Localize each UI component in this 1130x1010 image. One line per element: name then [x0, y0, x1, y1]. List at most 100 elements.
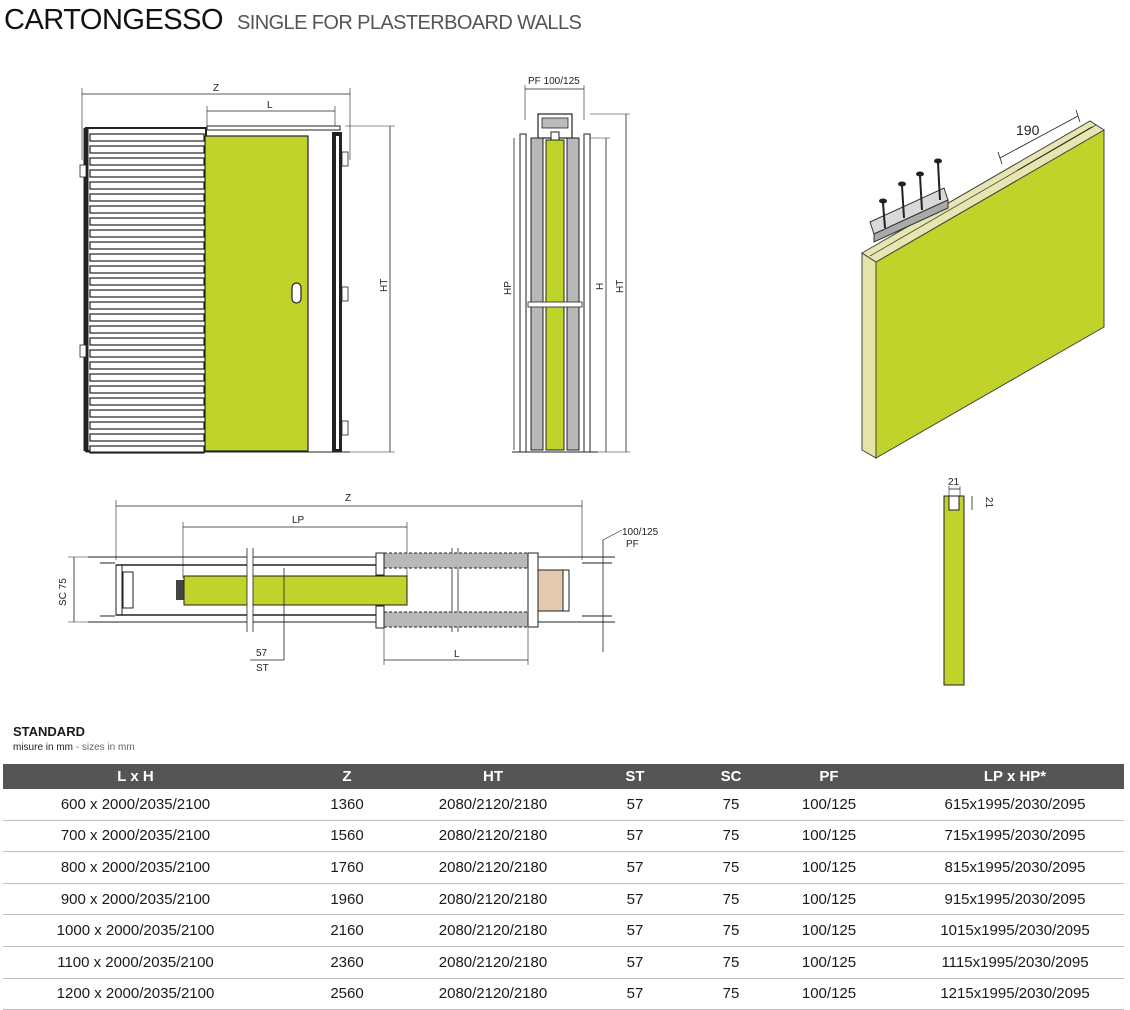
section-dim-ht: HT: [615, 280, 626, 293]
table-cell: 57: [560, 978, 710, 1010]
table-cell: 75: [710, 851, 752, 884]
frame-slat: [89, 289, 205, 298]
profile-dim-h: 21: [983, 497, 994, 509]
table-cell: 900 x 2000/2035/2100: [3, 883, 268, 916]
table-cell: 57: [560, 883, 710, 916]
table-cell: 2080/2120/2180: [426, 883, 560, 916]
table-cell: 1360: [268, 789, 426, 821]
table-cell: 1560: [268, 820, 426, 853]
section-view-drawing: PF 100/125 HP H HT: [503, 76, 630, 453]
table-cell: 1960: [268, 883, 426, 916]
frame-slat: [89, 241, 205, 250]
profile-drawing: 21 21: [943, 477, 994, 686]
iso-dim-190: 190: [1016, 122, 1040, 138]
isometric-view-drawing: 190: [861, 109, 1105, 459]
plan-dim-lp: LP: [292, 515, 305, 526]
title-subtitle: SINGLE FOR PLASTERBOARD WALLS: [237, 12, 582, 34]
plan-dim-l: L: [454, 649, 460, 660]
table-cell: 57: [560, 820, 710, 853]
table-cell: 1100 x 2000/2035/2100: [3, 946, 268, 979]
table-header: L x H Z HT ST SC PF LP x HP*: [3, 764, 1124, 789]
col-header-ht: HT: [426, 764, 560, 789]
table-cell: 57: [560, 946, 710, 979]
table-cell: 57: [560, 789, 710, 821]
table-cell: 57: [560, 914, 710, 947]
table-cell: 75: [710, 883, 752, 916]
table-cell: 2080/2120/2180: [426, 978, 560, 1010]
col-header-sc: SC: [710, 764, 752, 789]
table-cell: 1015x1995/2030/2095: [906, 914, 1124, 947]
section-dim-h: H: [595, 283, 606, 290]
col-header-z: Z: [268, 764, 426, 789]
frame-slat: [89, 133, 205, 142]
table-cell: 75: [710, 789, 752, 821]
col-header-lxh: L x H: [3, 764, 268, 789]
frame-slat: [89, 313, 205, 322]
table-cell: 100/125: [752, 789, 906, 821]
front-dim-z: Z: [213, 83, 219, 94]
frame-slat: [89, 181, 205, 190]
frame-slat: [89, 409, 205, 418]
plan-dim-pf-label: PF: [626, 539, 639, 550]
table-cell: 57: [560, 851, 710, 884]
table-cell: 615x1995/2030/2095: [906, 789, 1124, 821]
table-cell: 2080/2120/2180: [426, 789, 560, 821]
plan-dim-st-value: 57: [256, 648, 268, 659]
standard-subtitle-en: - sizes in mm: [73, 742, 135, 753]
plan-view-drawing: Z LP: [58, 493, 659, 674]
table-cell: 915x1995/2030/2095: [906, 883, 1124, 916]
section-dim-pf: PF 100/125: [528, 76, 580, 87]
frame-slat: [89, 193, 205, 202]
table-cell: 2360: [268, 946, 426, 979]
frame-slat: [89, 277, 205, 286]
table-cell: 815x1995/2030/2095: [906, 851, 1124, 884]
table-cell: 100/125: [752, 851, 906, 884]
table-cell: 1760: [268, 851, 426, 884]
frame-slat: [89, 265, 205, 274]
table-cell: 2160: [268, 914, 426, 947]
frame-slat: [89, 169, 205, 178]
plan-dim-sc: SC 75: [58, 578, 69, 606]
table-cell: 2560: [268, 978, 426, 1010]
standard-subtitle: misure in mm - sizes in mm: [13, 742, 135, 753]
table-cell: 75: [710, 820, 752, 853]
frame-slat: [89, 385, 205, 394]
frame-slat: [89, 337, 205, 346]
table-cell: 2080/2120/2180: [426, 820, 560, 853]
technical-drawings: Z L HT PF 100/125: [58, 76, 1105, 686]
standard-subtitle-it: misure in mm: [13, 742, 74, 753]
table-cell: 75: [710, 978, 752, 1010]
section-dim-hp: HP: [503, 281, 514, 295]
frame-slat: [89, 373, 205, 382]
table-cell: 75: [710, 914, 752, 947]
front-dim-ht: HT: [379, 279, 390, 292]
table-cell: 715x1995/2030/2095: [906, 820, 1124, 853]
frame-slat: [89, 325, 205, 334]
plan-dim-z: Z: [345, 493, 351, 504]
col-header-lpxhp: LP x HP*: [906, 764, 1124, 789]
table-cell: 2080/2120/2180: [426, 946, 560, 979]
frame-slat: [89, 397, 205, 406]
table-cell: 1000 x 2000/2035/2100: [3, 914, 268, 947]
col-header-st: ST: [560, 764, 710, 789]
front-view-drawing: Z L HT: [79, 83, 395, 454]
frame-slat: [89, 445, 205, 454]
plan-dim-st: ST: [256, 663, 269, 674]
plan-dim-pf: 100/125: [622, 527, 659, 538]
table-cell: 75: [710, 946, 752, 979]
table-cell: 100/125: [752, 914, 906, 947]
front-dim-l: L: [267, 100, 273, 111]
frame-slat: [89, 217, 205, 226]
table-cell: 2080/2120/2180: [426, 914, 560, 947]
table-cell: 100/125: [752, 820, 906, 853]
profile-dim-w: 21: [948, 477, 960, 488]
table-cell: 800 x 2000/2035/2100: [3, 851, 268, 884]
frame-slat: [89, 361, 205, 370]
